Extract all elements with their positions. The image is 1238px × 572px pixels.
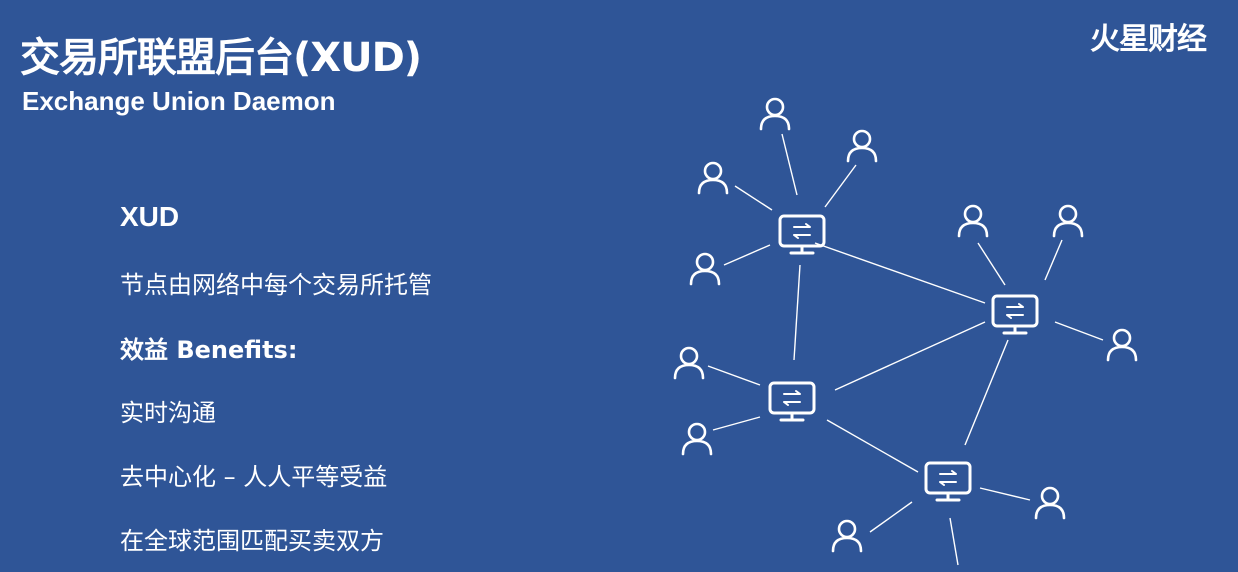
user-icon bbox=[673, 346, 705, 380]
connection-lines bbox=[707, 133, 1104, 566]
connection-line bbox=[824, 164, 857, 208]
connection-line bbox=[977, 242, 1006, 286]
connection-line bbox=[814, 242, 986, 304]
connection-line bbox=[964, 339, 1009, 446]
connection-line bbox=[1044, 239, 1063, 281]
description-line: 节点由网络中每个交易所托管 bbox=[120, 271, 432, 299]
benefits-label: 效益 Benefits: bbox=[120, 336, 298, 364]
connection-line bbox=[869, 501, 913, 533]
benefit-item: 在全球范围匹配买卖双方 bbox=[120, 527, 384, 555]
connection-line bbox=[793, 264, 801, 361]
brand-logo: 火星财经 bbox=[1090, 22, 1207, 57]
user-icon bbox=[831, 519, 863, 553]
user-icon bbox=[759, 97, 791, 131]
user-nodes bbox=[673, 97, 1138, 553]
user-icon bbox=[697, 161, 729, 195]
user-icon bbox=[1052, 204, 1084, 238]
connection-line bbox=[781, 133, 798, 196]
exchange-monitor-icon bbox=[768, 381, 816, 422]
exchange-monitor-icon bbox=[924, 461, 972, 502]
connection-line bbox=[1054, 321, 1104, 341]
slide-subtitle: Exchange Union Daemon bbox=[22, 86, 336, 116]
connection-line bbox=[949, 517, 959, 566]
content-heading: XUD bbox=[120, 201, 180, 232]
connection-line bbox=[723, 244, 771, 266]
user-icon bbox=[1034, 486, 1066, 520]
exchange-nodes bbox=[768, 214, 1039, 502]
connection-line bbox=[834, 321, 986, 391]
user-icon bbox=[1106, 328, 1138, 362]
user-icon bbox=[957, 204, 989, 238]
user-icon bbox=[689, 252, 721, 286]
exchange-monitor-icon bbox=[991, 294, 1039, 335]
slide-title: 交易所联盟后台(XUD) bbox=[20, 35, 422, 81]
connection-line bbox=[826, 419, 919, 473]
connection-line bbox=[712, 416, 761, 431]
connection-line bbox=[979, 487, 1031, 501]
connection-line bbox=[707, 365, 761, 386]
benefit-item: 去中心化 – 人人平等受益 bbox=[120, 463, 388, 491]
benefit-item: 实时沟通 bbox=[120, 399, 216, 427]
connection-line bbox=[734, 185, 773, 211]
exchange-monitor-icon bbox=[778, 214, 826, 255]
user-icon bbox=[846, 129, 878, 163]
user-icon bbox=[681, 422, 713, 456]
